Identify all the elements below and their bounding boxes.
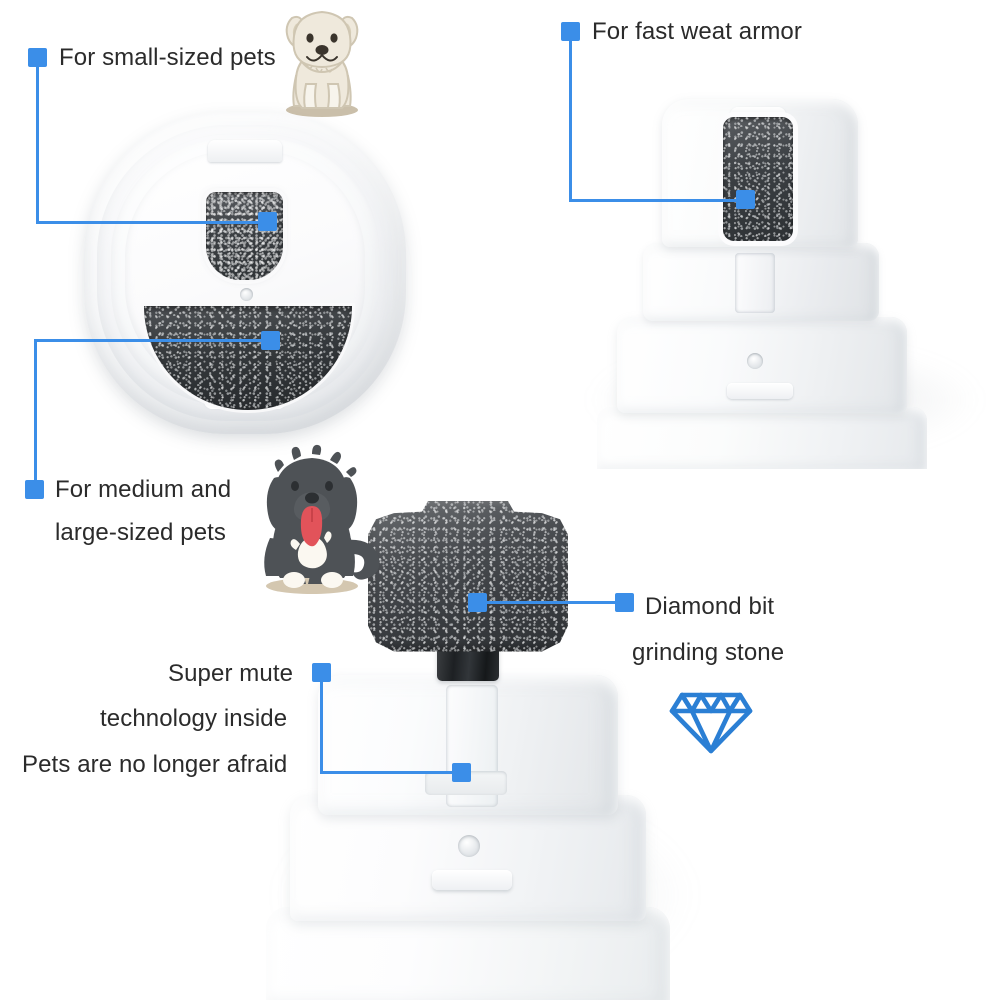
cap-center-dot: [240, 288, 253, 301]
callout-label-super-mute-line2: technology inside: [100, 705, 288, 732]
cap-top-tab: [208, 140, 282, 162]
device-base: [597, 407, 927, 469]
bit-shaft: [437, 647, 499, 681]
diamond-icon: [669, 692, 753, 754]
large-dog-illustration: [264, 444, 380, 594]
callout-label-medium-large-line1: For medium and: [55, 476, 232, 503]
callout-label-super-mute-line3: Pets are no longer afraid: [22, 751, 288, 778]
device-power-switch: [432, 870, 512, 890]
product-upright-grinder: [575, 95, 995, 469]
small-dog-illustration: [285, 10, 359, 117]
device-grinding-port: [723, 117, 793, 241]
device-indicator-light: [747, 353, 763, 369]
leader-line-vertical: [34, 339, 37, 492]
grit-texture: [206, 192, 283, 280]
callout-label-diamond-line2: grinding stone: [632, 639, 785, 666]
leader-line-horizontal: [486, 601, 621, 604]
cap-small-grinding-port: [206, 192, 283, 280]
callout-marker-label[interactable]: [561, 22, 580, 41]
product-round-grinding-cap: [80, 110, 410, 440]
device-base: [266, 907, 670, 1000]
device-power-switch: [727, 383, 793, 399]
grit-texture: [723, 117, 793, 241]
callout-marker-target[interactable]: [452, 763, 471, 782]
leader-line-vertical: [569, 38, 572, 202]
callout-marker-target[interactable]: [468, 593, 487, 612]
leader-line-vertical: [36, 64, 39, 224]
callout-label-small-pets: For small-sized pets: [59, 44, 276, 71]
leader-line-horizontal: [320, 771, 460, 774]
callout-label-diamond-line1: Diamond bit: [645, 593, 775, 620]
device-midsection: [290, 795, 646, 921]
callout-label-medium-large-line2: large-sized pets: [55, 519, 227, 546]
leader-line-horizontal: [34, 339, 264, 342]
leader-line-horizontal: [36, 221, 268, 224]
callout-marker-label[interactable]: [28, 48, 47, 67]
callout-label-fast-wear-armor: For fast weat armor: [592, 18, 802, 45]
callout-marker-label[interactable]: [312, 663, 331, 682]
callout-label-super-mute-line1: Super mute: [168, 660, 294, 687]
callout-marker-label[interactable]: [615, 593, 634, 612]
callout-marker-target[interactable]: [736, 190, 755, 209]
callout-marker-target[interactable]: [261, 331, 280, 350]
callout-marker-label[interactable]: [25, 480, 44, 499]
leader-line-vertical: [320, 679, 323, 774]
device-indicator-light: [458, 835, 480, 857]
diamond-grinding-stone-bit: [368, 501, 568, 652]
device-collar-notch: [735, 253, 775, 313]
grit-texture: [368, 501, 568, 652]
product-grinder-with-diamond-bit: [250, 495, 720, 1000]
callout-marker-target[interactable]: [258, 212, 277, 231]
leader-line-horizontal: [569, 199, 745, 202]
